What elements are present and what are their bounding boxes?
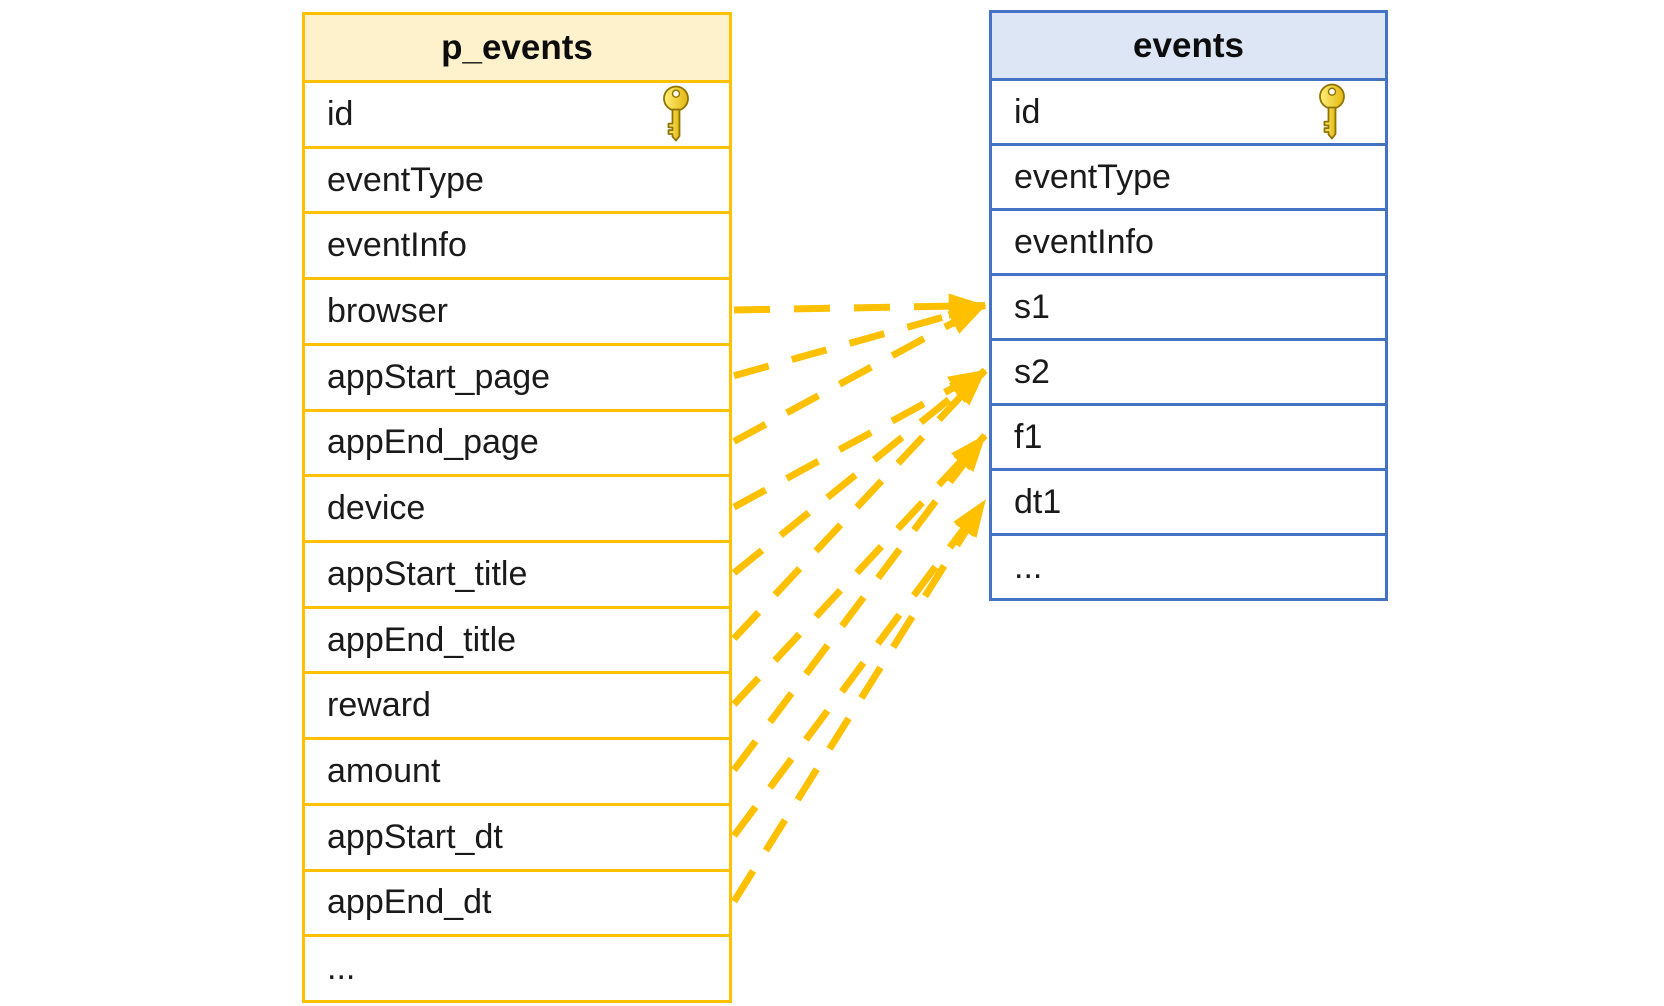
field-row-s2: s2 [992,338,1385,403]
events-rows: id eventType eventInfo s1 s2 f1 dt1... [992,78,1385,598]
field-row-eventType: eventType [305,145,729,212]
table-title: events [992,13,1385,78]
field-label: appStart_page [327,357,551,396]
table-p-events: p_events id eventType eventInfo browser appS… [302,12,732,1003]
field-label: eventType [1014,157,1171,196]
field-label: id [1014,92,1041,131]
field-label: appStart_dt [327,817,503,856]
field-row-appEnd_title: appEnd_title [305,605,729,672]
field-label: eventInfo [327,226,467,265]
field-row-reward: reward [305,671,729,738]
field-label: device [327,489,426,528]
primary-key-icon [663,85,689,142]
field-row-id: id [992,78,1385,143]
connector-appEnd_page-to-s1 [732,302,987,445]
connector-appEnd_dt-to-dt1 [731,498,988,904]
connector-browser-to-s1 [733,293,987,319]
connector-appStart_title-to-s2 [731,367,988,576]
field-row-id: id [305,80,729,146]
field-label: appEnd_dt [327,883,492,922]
field-label: eventInfo [1014,222,1154,261]
field-label: appEnd_page [327,423,539,462]
field-row-eventInfo: eventInfo [992,208,1385,273]
field-row-appEnd_page: appEnd_page [305,408,729,475]
connector-amount-to-f1 [731,433,988,773]
field-row-eventInfo: eventInfo [305,211,729,278]
field-row-appStart_page: appStart_page [305,342,729,409]
field-row-amount: amount [305,737,729,803]
field-row-appEnd_dt: appEnd_dt [305,868,729,935]
field-label: ... [327,949,356,988]
connector-device-to-s2 [732,367,987,511]
connector-appStart_page-to-s1 [733,302,987,380]
field-label: amount [327,752,441,791]
field-row-appStart_title: appStart_title [305,540,729,606]
field-label: dt1 [1014,482,1062,521]
table-events: events id eventType eventInfo s1 s2 f1 dt1... [989,10,1388,601]
field-row-browser: browser [305,277,729,343]
field-label: ... [1014,547,1043,586]
primary-key-icon [1319,83,1345,140]
field-row-ellipsis: ... [305,934,729,1001]
connector-appStart_dt-to-dt1 [731,498,988,838]
field-label: appStart_title [327,554,528,593]
connector-reward-to-f1 [731,433,988,707]
key-icon-wrap [1317,83,1347,141]
field-row-appStart_dt: appStart_dt [305,802,729,869]
field-row-eventType: eventType [992,143,1385,208]
field-label: eventType [327,160,484,199]
key-icon-wrap [661,85,691,143]
field-row-device: device [305,474,729,541]
field-label: f1 [1014,417,1043,456]
p-events-rows: id eventType eventInfo browser appStart_page… [305,80,729,1001]
connector-appEnd_title-to-s2 [731,368,988,641]
field-label: appEnd_title [327,620,517,659]
table-title: p_events [305,15,729,80]
field-row-f1: f1 [992,403,1385,468]
field-row-dt1: dt1 [992,468,1385,533]
field-row-s1: s1 [992,273,1385,338]
field-label: s2 [1014,352,1050,391]
field-row-ellipsis: ... [992,533,1385,598]
field-label: browser [327,292,448,331]
field-label: reward [327,686,431,725]
field-label: s1 [1014,287,1050,326]
field-label: id [327,94,354,133]
